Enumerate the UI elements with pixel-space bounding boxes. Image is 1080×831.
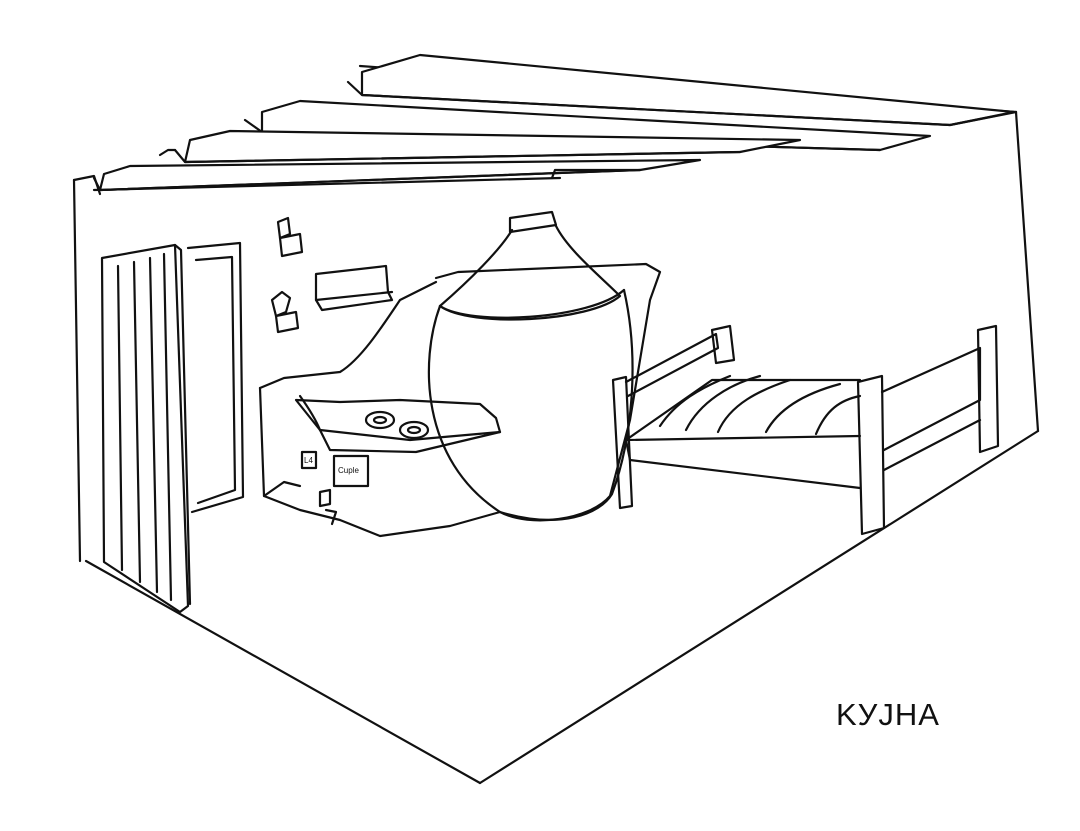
wall-box-bottom	[274, 310, 300, 334]
stove-small-plate-label: L4	[304, 456, 313, 465]
stove-body-side	[262, 480, 302, 498]
bed-rail-side	[624, 378, 862, 442]
stove-hood-cone	[438, 224, 622, 321]
wall-shelf-lip	[314, 290, 394, 302]
burner-left-inner	[372, 415, 388, 425]
door-leaf	[100, 243, 190, 614]
bed-slat-1	[684, 374, 762, 432]
beam-8	[92, 168, 642, 192]
stove-drum	[427, 288, 634, 521]
door-frame	[186, 241, 245, 514]
bed-foot-post-right	[976, 324, 1000, 454]
beam-5	[183, 129, 802, 164]
bed-rail-left	[624, 438, 862, 490]
beam-10	[550, 168, 642, 180]
bed-headboard	[624, 332, 720, 398]
stove-small-plate	[300, 450, 318, 470]
bed	[611, 324, 1000, 536]
stove-bench	[258, 280, 438, 390]
wall-box-top	[278, 232, 304, 258]
stove-top	[294, 398, 502, 442]
stove-door-plate	[332, 454, 370, 488]
bed-head-post-left	[611, 375, 634, 510]
wall-hook-top	[276, 216, 292, 240]
burner-right-outer	[398, 420, 430, 440]
door-plank-2	[132, 260, 142, 584]
beam-3	[260, 99, 932, 152]
bed-footboard	[880, 346, 982, 452]
door-plank-1	[116, 264, 124, 572]
right-wall-edge	[1014, 110, 1040, 433]
stove-top-front	[318, 428, 502, 454]
wall-hook-bottom	[270, 290, 292, 318]
burner-left-outer	[364, 410, 396, 430]
bed-slat-4	[814, 394, 862, 436]
wall-items	[270, 216, 394, 334]
bed-slat-5	[658, 374, 732, 428]
stove-body-back	[434, 262, 662, 522]
stove	[258, 210, 662, 538]
stove-chimney-band	[438, 288, 626, 319]
bed-head-post-right	[710, 324, 736, 365]
ceiling-beams	[92, 53, 1018, 192]
bed-foot-rail	[882, 418, 982, 472]
beam-7	[98, 158, 702, 192]
beam-6	[173, 148, 742, 164]
beam-9	[158, 148, 177, 157]
stove-ash-slot	[318, 488, 332, 508]
door-leaf-edge	[173, 243, 192, 606]
door-plank-4	[162, 252, 173, 602]
back-left-wall-top	[72, 174, 102, 196]
bed-mattress-edge	[624, 434, 862, 442]
stove-foot	[324, 508, 338, 526]
left-wall-edge	[72, 178, 82, 563]
room-corner-line	[84, 559, 482, 785]
stove-hood	[508, 210, 558, 234]
bed-foot-post-left	[856, 374, 886, 536]
door	[100, 241, 245, 614]
stove-body-front	[258, 386, 502, 538]
burner-right-inner	[406, 425, 422, 435]
stove-side-bend	[298, 394, 322, 432]
floor-right-edge	[478, 429, 1040, 785]
bed-slat-2	[716, 378, 792, 434]
bed-slat-3	[764, 382, 842, 434]
door-frame-inner	[194, 255, 237, 505]
door-plank-3	[148, 256, 159, 594]
wall-shelf	[314, 264, 394, 312]
room-caption: KУJHA	[836, 697, 940, 732]
stove-door-plate-label: Cuple	[338, 466, 359, 475]
beam-2	[346, 80, 1018, 127]
